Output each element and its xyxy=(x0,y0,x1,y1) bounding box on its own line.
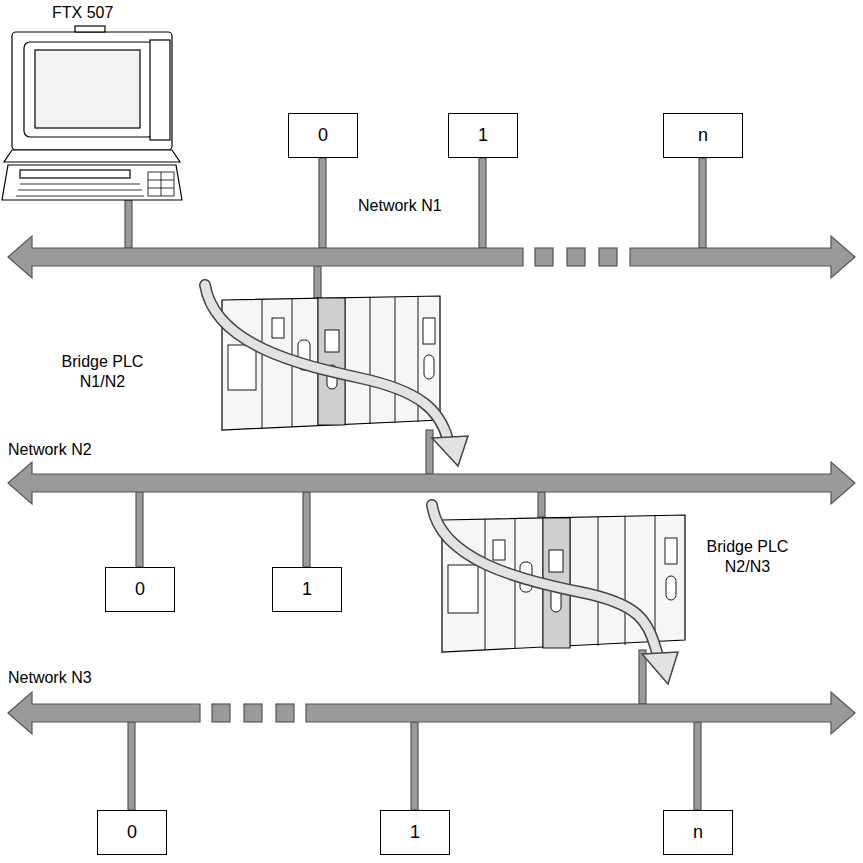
network-bus xyxy=(306,692,855,734)
station-box: 0 xyxy=(288,113,358,158)
device-label: FTX 507 xyxy=(52,3,113,23)
drop-line xyxy=(694,722,701,810)
station-number: n xyxy=(693,822,703,843)
drop-line xyxy=(314,266,321,298)
drop-line xyxy=(479,158,486,248)
station-number: 1 xyxy=(302,579,312,600)
station-box: 0 xyxy=(97,810,167,855)
drop-line xyxy=(411,722,418,810)
station-box: n xyxy=(663,113,743,158)
station-number: 0 xyxy=(318,125,328,146)
network-bus xyxy=(8,692,200,734)
drop-line xyxy=(319,158,326,248)
station-number: 1 xyxy=(478,125,488,146)
station-number: 0 xyxy=(127,822,137,843)
station-box: 0 xyxy=(105,567,175,612)
bridge-label: Bridge PLC N2/N3 xyxy=(695,537,800,577)
station-box: 1 xyxy=(380,810,450,855)
drop-line xyxy=(136,492,143,567)
station-number: 0 xyxy=(135,579,145,600)
network-bus xyxy=(8,236,523,278)
drop-line xyxy=(426,430,433,474)
station-box: n xyxy=(663,810,733,855)
drop-line xyxy=(303,492,310,567)
computer-illustration xyxy=(2,26,182,200)
drop-line xyxy=(538,492,545,517)
network-bus xyxy=(630,236,855,278)
network-label: Network N1 xyxy=(358,196,442,216)
station-number: 1 xyxy=(410,822,420,843)
drop-line xyxy=(699,158,706,248)
flow-arrow xyxy=(205,285,678,684)
bridge-label: Bridge PLC N1/N2 xyxy=(50,352,155,392)
drop-line xyxy=(125,200,132,248)
station-number: n xyxy=(698,125,708,146)
network-label: Network N3 xyxy=(8,668,92,688)
drop-line xyxy=(128,722,135,810)
network-label: Network N2 xyxy=(8,440,92,460)
station-box: 1 xyxy=(448,113,518,158)
station-box: 1 xyxy=(272,567,342,612)
network-bus xyxy=(8,462,855,504)
plc-rack-illustration xyxy=(222,296,440,430)
